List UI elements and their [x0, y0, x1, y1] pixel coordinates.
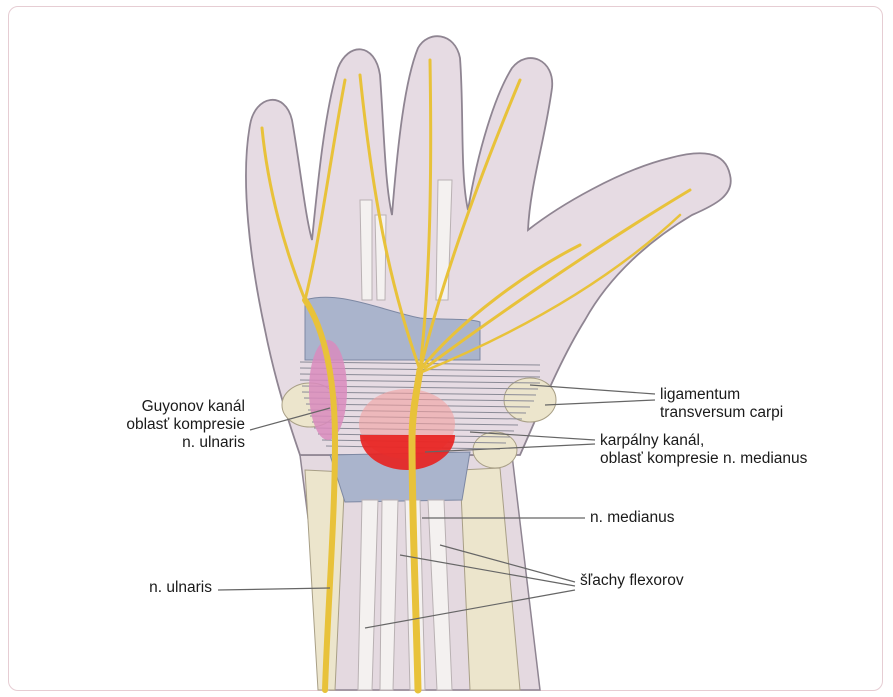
leader-ligament-2	[545, 400, 655, 405]
carpal-bone-right	[504, 378, 556, 422]
guyon-canal-label: Guyonov kanál oblasť kompresie n. ulnari…	[40, 398, 245, 452]
ligament-label-line1: ligamentum	[660, 386, 783, 404]
ulnar-nerve-label: n. ulnaris	[100, 579, 212, 597]
flexor-tendons-label: šľachy flexorov	[580, 572, 684, 590]
median-nerve-label: n. medianus	[590, 509, 674, 527]
ligament-label: ligamentum transversum carpi	[660, 386, 783, 422]
guyon-label-line1: Guyonov kanál	[40, 398, 245, 416]
carpal-label-line2: oblasť kompresie n. medianus	[600, 450, 807, 468]
guyon-label-line2: oblasť kompresie	[40, 416, 245, 434]
guyon-label-line3: n. ulnaris	[40, 434, 245, 452]
carpal-tunnel-label: karpálny kanál, oblasť kompresie n. medi…	[600, 432, 807, 468]
carpal-label-line1: karpálny kanál,	[600, 432, 807, 450]
ligament-label-line2: transversum carpi	[660, 404, 783, 422]
